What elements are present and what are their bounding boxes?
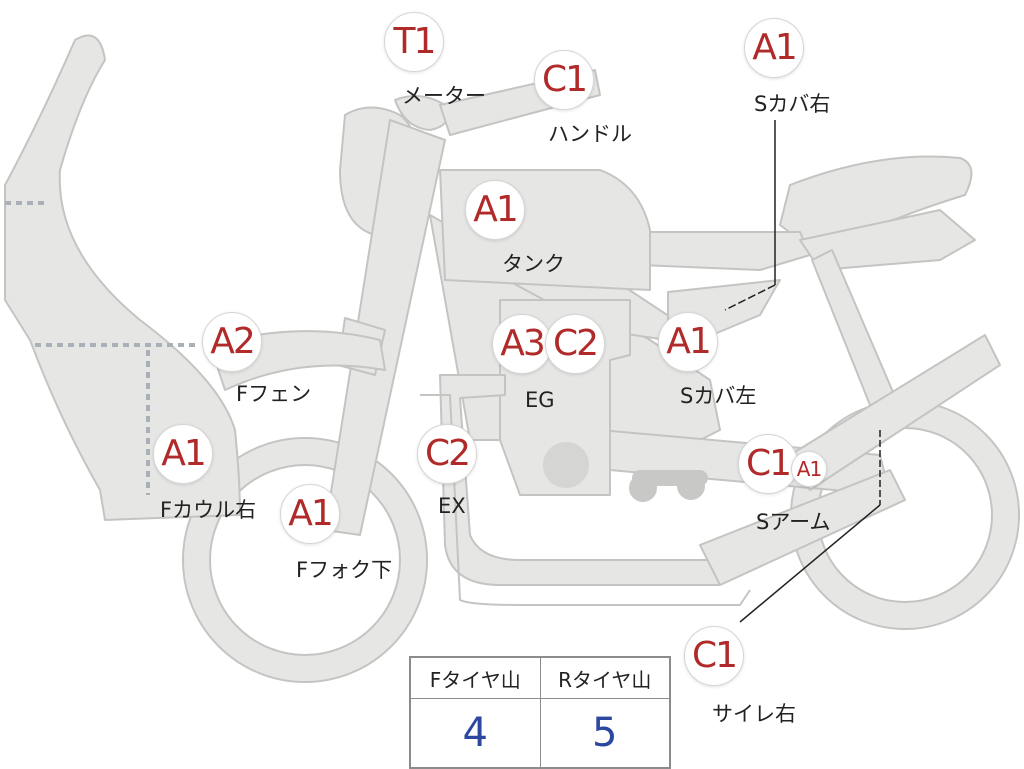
front-fork-lower-label: Fフォク下 (296, 558, 393, 582)
silencer-right-label: サイレ右 (712, 702, 796, 726)
engine-label: EG (525, 388, 555, 412)
front-fender-label: Fフェン (236, 382, 312, 406)
side-cover-right-code-badge: A1 (744, 18, 804, 78)
front-cowl (4, 34, 241, 521)
rear-tire-value: 5 (539, 698, 671, 769)
front-fender-code-badge: A2 (202, 312, 262, 372)
front-cowl-right-label: Fカウル右 (160, 498, 257, 522)
swing-arm-label: Sアーム (756, 510, 831, 534)
front-tire-header: Fタイヤ山 (409, 656, 541, 699)
swing-arm-code-badge-2: A1 (791, 451, 827, 487)
engine-code-badge-1: A3 (492, 314, 552, 374)
tire-tread-table: Fタイヤ山 Rタイヤ山 4 5 (409, 656, 671, 769)
side-cover-left-code-badge: A1 (658, 312, 718, 372)
side-cover-left-label: Sカバ左 (680, 384, 757, 408)
engine-code-badge-2: C2 (545, 314, 605, 374)
meter-label: メーター (402, 84, 486, 108)
tank-label: タンク (502, 252, 565, 276)
front-wheel (184, 439, 426, 681)
exhaust-code-badge: C2 (417, 424, 477, 484)
front-fork-lower-code-badge: A1 (280, 484, 340, 544)
silencer-right-code-badge: C1 (684, 626, 744, 686)
rear-tire-header: Rタイヤ山 (539, 656, 671, 699)
handle-label: ハンドル (548, 122, 632, 146)
front-tire-value: 4 (409, 698, 541, 769)
side-cover-right-label: Sカバ右 (754, 92, 831, 116)
exhaust-label: EX (438, 494, 466, 518)
swing-arm-code-badge-1: C1 (738, 434, 798, 494)
front-cowl-right-code-badge: A1 (153, 424, 213, 484)
meter-code-badge: T1 (384, 12, 444, 72)
handle-code-badge: C1 (534, 50, 594, 110)
tank-code-badge: A1 (465, 180, 525, 240)
front-fork (324, 119, 446, 536)
silencer (699, 469, 906, 586)
